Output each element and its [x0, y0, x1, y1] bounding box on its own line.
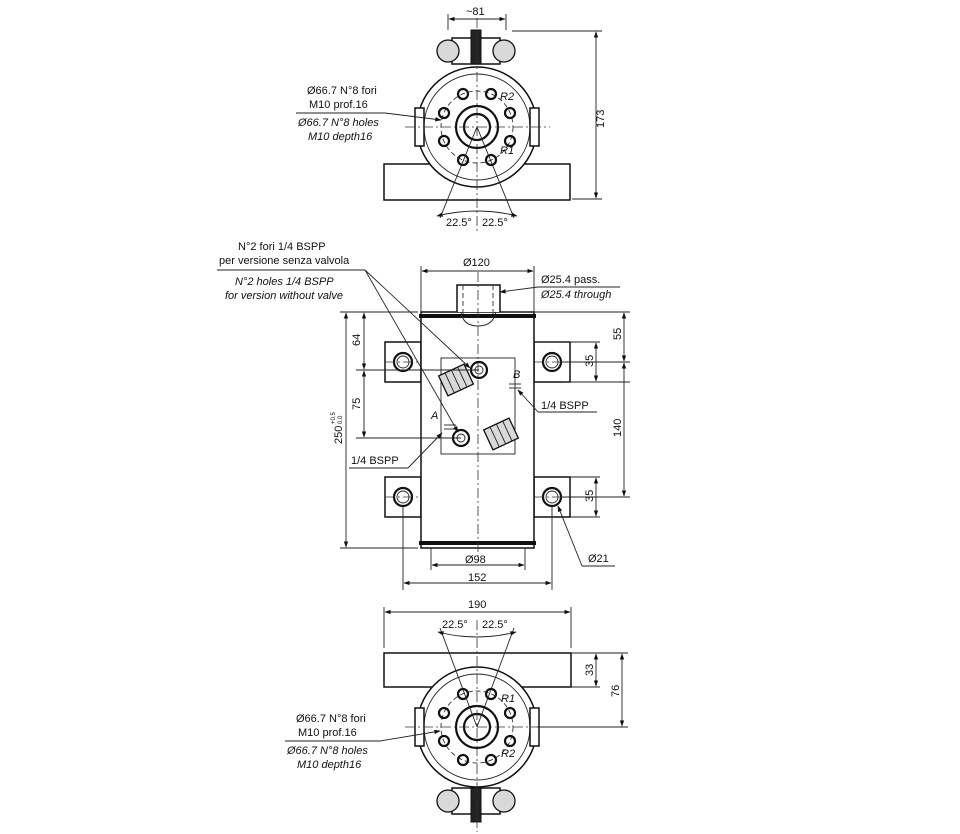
- top-angle-right: 22.5°: [482, 217, 508, 229]
- bottom-angle-left: 22.5°: [442, 619, 468, 631]
- pass-it: Ø25.4 pass.: [541, 274, 600, 286]
- port-a-label: A: [430, 410, 438, 422]
- top-note-en-1: Ø66.7 N°8 holes: [297, 117, 379, 129]
- top-r2-label: R2: [500, 91, 514, 103]
- cylinder-body: [420, 311, 535, 549]
- dim-35-top: 35: [584, 355, 596, 367]
- bottom-r2-label: R2: [501, 748, 515, 760]
- port-note-en-2: for version without valve: [225, 290, 343, 302]
- bottom-view: 190 22.5° 2: [285, 599, 628, 832]
- dim-55: 55: [612, 328, 624, 340]
- top-note-it-1: Ø66.7 N°8 fori: [307, 85, 377, 97]
- front-view: A B N°2 fori 1/4 BSPP per versione senza…: [217, 241, 630, 590]
- port-note-en-1: N°2 holes 1/4 BSPP: [235, 276, 334, 288]
- dim-35-bottom: 35: [584, 490, 596, 502]
- port-note-it-2: per versione senza valvola: [219, 255, 350, 267]
- dim-250: 250: [333, 426, 345, 444]
- bottom-note-en-1: Ø66.7 N°8 holes: [286, 745, 368, 757]
- bottom-note-it-1: Ø66.7 N°8 fori: [296, 713, 366, 725]
- bottom-note-it-2: M10 prof.16: [298, 727, 357, 739]
- bottom-bolt-holes: [437, 687, 517, 767]
- top-bolt-holes: [437, 87, 517, 167]
- top-fitting-nut-right: [492, 39, 516, 63]
- pass-en: Ø25.4 through: [540, 289, 611, 301]
- dim-98: Ø98: [465, 554, 486, 566]
- dim-21: Ø21: [588, 553, 609, 565]
- top-r1-label: R1: [500, 145, 514, 157]
- bspp-left: 1/4 BSPP: [351, 455, 399, 467]
- bottom-angle-right: 22.5°: [482, 619, 508, 631]
- dim-152: 152: [468, 572, 486, 584]
- port-b-label: B: [513, 369, 520, 381]
- dim-250-tol-upper: +0.5: [331, 411, 337, 424]
- dim-64: 64: [351, 334, 363, 346]
- top-note-en-2: M10 depth16: [308, 131, 373, 143]
- bottom-r1-label: R1: [501, 693, 515, 705]
- bspp-right: 1/4 BSPP: [541, 400, 589, 412]
- bottom-note-en-2: M10 depth16: [297, 759, 362, 771]
- bottom-dim-33: 33: [584, 664, 596, 676]
- dim-75: 75: [351, 398, 363, 410]
- dim-140: 140: [612, 419, 624, 437]
- top-view: 22.5° 22.5° R2 R1 ~81 173 Ø66.7 N°8 fori…: [296, 6, 607, 232]
- top-fitting-stem: [470, 29, 482, 65]
- port-note-it-1: N°2 fori 1/4 BSPP: [238, 241, 326, 253]
- top-note-it-2: M10 prof.16: [309, 99, 368, 111]
- dim-250-tol-lower: 0.0: [338, 415, 344, 424]
- bottom-dim-76: 76: [610, 685, 622, 697]
- bottom-dim-190: 190: [468, 599, 486, 611]
- top-dim-width: ~81: [466, 6, 485, 18]
- top-fitting-nut-left: [436, 39, 460, 63]
- top-angle-left: 22.5°: [446, 217, 472, 229]
- fitting-lower-right: [482, 417, 520, 451]
- top-dim-height: 173: [595, 110, 607, 128]
- dim-body-dia: Ø120: [463, 257, 490, 269]
